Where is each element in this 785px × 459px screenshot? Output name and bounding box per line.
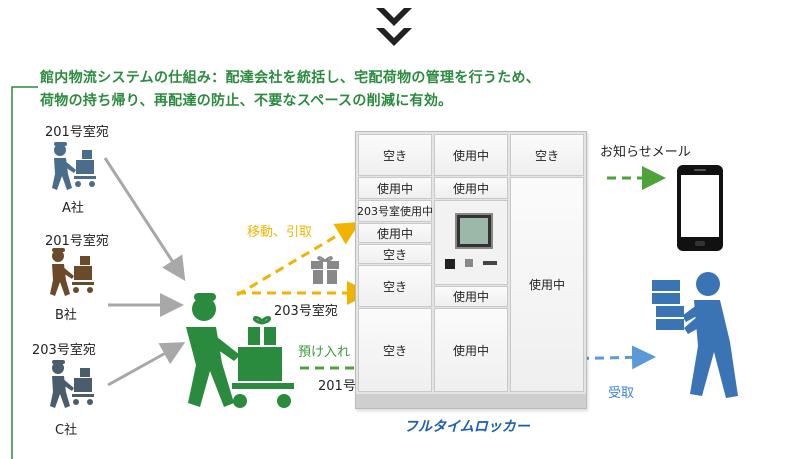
recipient-icon <box>652 272 738 398</box>
locker-cell: 空き <box>358 265 432 307</box>
gift-icon <box>311 256 339 284</box>
locker-cell: 使用中 <box>434 134 508 176</box>
locker-cell: 203号室使用中 <box>357 200 433 222</box>
locker-cell: 空き <box>358 308 432 392</box>
label-move-pickup: 移動、引取 <box>247 225 313 240</box>
sender-b-company: B社 <box>55 308 77 323</box>
locker-cell: 空き <box>510 134 584 176</box>
header-title-line1: 館内物流システムの仕組み：配達会社を統括し、宅配荷物の管理を行うため、 <box>40 70 541 86</box>
header-bracket <box>11 86 38 459</box>
courier-a-icon <box>52 142 96 190</box>
central-courier-icon <box>186 293 294 408</box>
sender-c-address: 203号室宛 <box>32 343 96 358</box>
label-receive: 受取 <box>608 386 635 401</box>
label-notify-mail: お知らせメール <box>600 145 691 160</box>
locker-cell: 空き <box>358 244 432 264</box>
locker-cell: 使用中 <box>358 177 432 199</box>
header-title-line2: 荷物の持ち帰り、再配達の防止、不要なスペースの削減に有効。 <box>40 93 453 109</box>
label-room203: 203号室宛 <box>274 304 338 319</box>
locker-cell: 使用中 <box>510 177 584 392</box>
locker: 空き 使用中 203号室使用中 使用中 空き 空き 空き 使用中 使用中 使用中… <box>355 131 587 409</box>
sender-b-address: 201号室宛 <box>45 234 109 249</box>
locker-cell: 空き <box>358 134 432 176</box>
locker-cell: 使用中 <box>434 177 508 199</box>
locker-cell: 使用中 <box>434 286 508 307</box>
locker-cell: 使用中 <box>358 223 432 243</box>
locker-cell: 使用中 <box>434 308 508 392</box>
down-chevrons-icon <box>376 8 412 46</box>
courier-b-icon <box>50 248 94 296</box>
locker-logo: フルタイムロッカー <box>404 419 530 435</box>
sender-a-address: 201号室宛 <box>45 125 109 140</box>
courier-c-icon <box>50 360 94 408</box>
sender-a-company: A社 <box>62 201 84 216</box>
smartphone-icon <box>677 165 723 251</box>
sender-c-company: C社 <box>55 423 78 438</box>
label-deposit: 預け入れ <box>298 345 351 360</box>
locker-terminal <box>434 200 508 285</box>
